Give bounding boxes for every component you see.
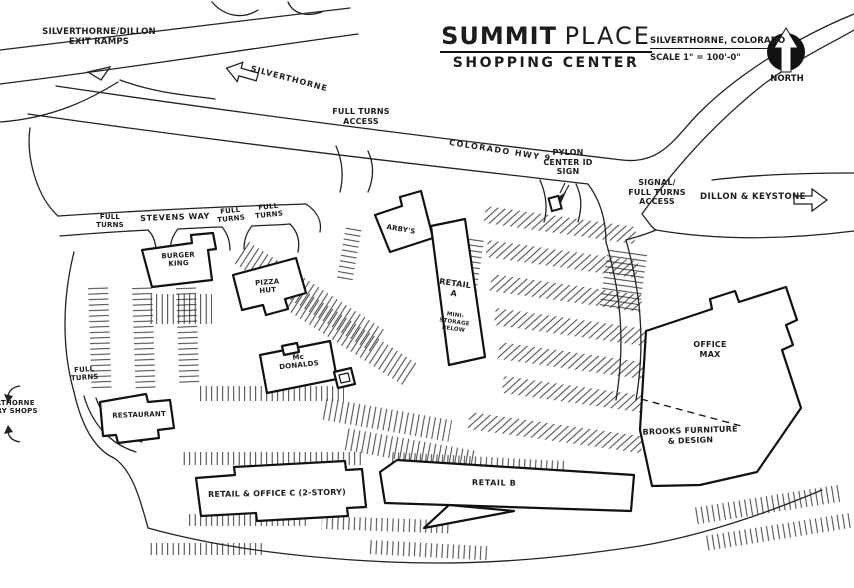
parking-row <box>132 285 156 390</box>
full-turns-access-label: FULL TURNS ACCESS <box>332 107 390 126</box>
title-subtitle: SHOPPING CENTER <box>452 55 640 72</box>
parking-row <box>485 240 639 278</box>
retail-b-walk <box>422 503 516 530</box>
parking-row <box>261 272 417 386</box>
scale-label: SCALE 1" = 100'-0" <box>650 53 741 63</box>
dillon-keystone-arrow-icon <box>793 187 829 213</box>
full-turns-south-label: FULL TURNS <box>70 364 99 383</box>
dillon-keystone-label: DILLON & KEYSTONE <box>700 192 806 202</box>
retail-a-building <box>429 217 487 367</box>
pizza-hut-label: PIZZA HUT <box>254 277 280 296</box>
parking-row <box>483 205 637 244</box>
silverthorne-arrow-icon <box>225 61 260 84</box>
brooks-furniture-label: BROOKS FURNITURE & DESIGN <box>642 424 738 446</box>
parking-row <box>501 376 651 414</box>
north-arrow-icon <box>767 27 805 73</box>
parking-row <box>467 412 644 454</box>
parking-row <box>704 512 853 551</box>
parking-row <box>336 226 362 284</box>
office-max-label: OFFICE MAX <box>693 340 727 359</box>
factory-shops-label: SILVERTHORNE FACTORY SHOPS <box>0 399 38 416</box>
retail-office-c-building <box>194 459 368 523</box>
mcdonalds-building <box>280 341 301 357</box>
buildings-layer <box>98 189 803 530</box>
parking-row <box>367 540 488 561</box>
pylon-sign-marker <box>547 182 570 213</box>
title-summit: SUMMIT <box>441 22 557 50</box>
restaurant-building <box>98 392 176 445</box>
signal-access-label: SIGNAL/ FULL TURNS ACCESS <box>628 178 686 207</box>
title-line: SUMMIT PLACE <box>440 22 652 54</box>
burger-king-label: BURGER KING <box>161 250 196 269</box>
parking-layer <box>87 205 853 561</box>
parking-row <box>493 308 647 346</box>
exit-ramps-label: SILVERTHORNE/DILLON EXIT RAMPS <box>42 27 156 48</box>
retail-b-label: RETAIL B <box>471 478 517 488</box>
location-label: SILVERTHORNE, COLORADO <box>650 36 785 49</box>
page-title: SUMMIT PLACE SHOPPING CENTER <box>440 22 652 72</box>
parking-row <box>692 484 843 525</box>
parking-row <box>87 285 112 390</box>
retail-b-building <box>378 458 636 513</box>
full-turns-west-label: FULL TURNS <box>96 213 124 230</box>
parking-row <box>321 516 452 534</box>
north-label: NORTH <box>770 74 804 84</box>
burger-king-building <box>140 231 218 289</box>
pylon-sign-label: PYLON CENTER ID SIGN <box>543 148 593 177</box>
pizza-hut-building <box>231 256 308 317</box>
parking-row <box>322 397 453 442</box>
parking-row <box>150 543 262 555</box>
parking-row <box>497 342 649 380</box>
office-max-building <box>638 285 803 488</box>
office-max-divider <box>640 398 746 428</box>
kiosk-building <box>338 372 351 384</box>
title-place: PLACE <box>564 22 651 50</box>
symbols-layer <box>4 27 829 443</box>
parking-row <box>150 294 212 324</box>
arbys-building <box>373 189 435 254</box>
parking-row <box>599 246 648 311</box>
factory-shops-arrow-icon <box>4 385 21 443</box>
